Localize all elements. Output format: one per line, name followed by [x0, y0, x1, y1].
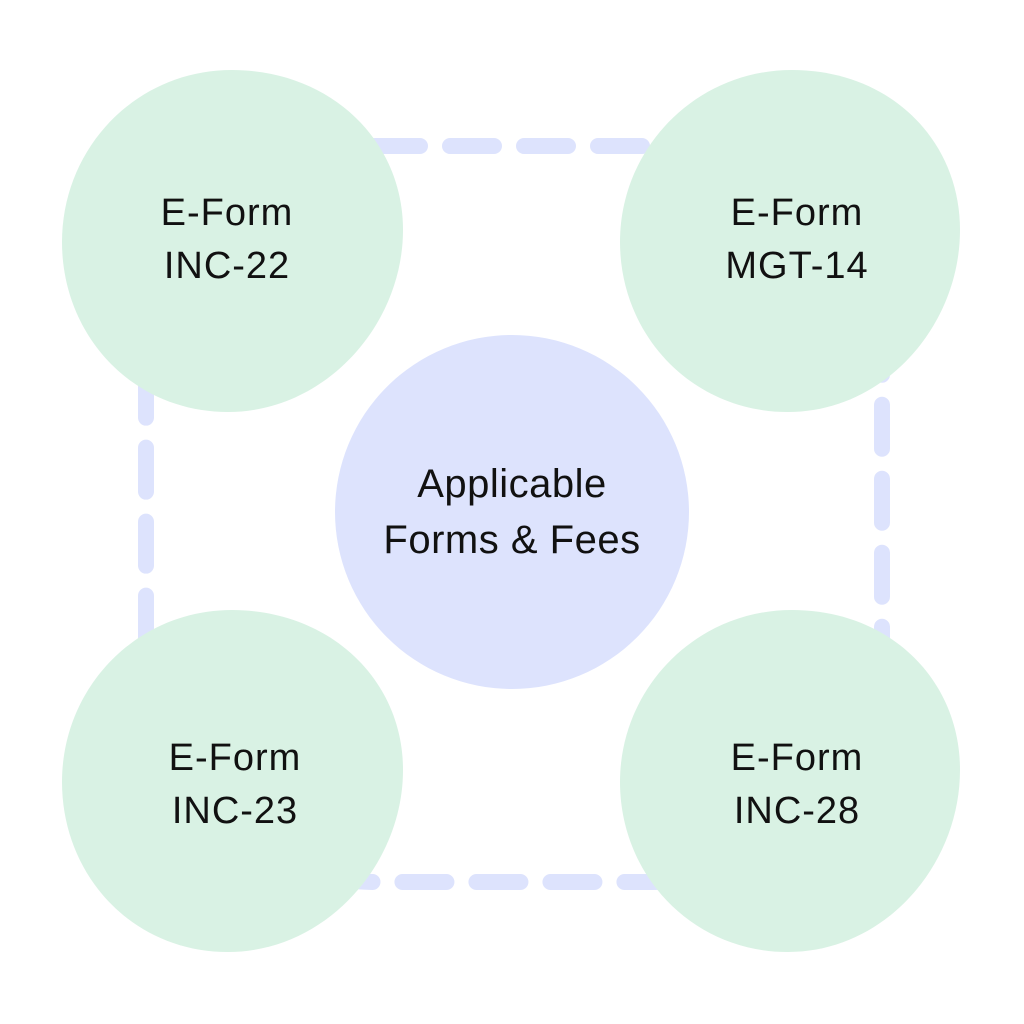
node-label-top-right: E-Form MGT-14 — [667, 140, 927, 340]
node-label-bottom-left: E-Form INC-23 — [105, 685, 365, 885]
node-bottom-left-line-2: INC-23 — [171, 790, 299, 832]
node-bottom-left-line-1: E-Form — [168, 736, 302, 779]
node-bottom-right-line-2: INC-28 — [733, 790, 861, 832]
node-blob-top-right — [620, 70, 960, 412]
node-top-left-line-1: E-Form — [160, 191, 294, 234]
node-label-bottom-right: E-Form INC-28 — [667, 685, 927, 885]
dashed-ring — [138, 138, 890, 890]
node-label-top-left: E-Form INC-22 — [97, 140, 357, 340]
node-top-right-line-2: MGT-14 — [725, 245, 869, 287]
node-blob-bottom-left — [62, 610, 403, 952]
center-label-line-2: Forms & Fees — [383, 518, 641, 562]
center-circle — [335, 335, 689, 689]
node-blob-top-left — [62, 70, 403, 412]
center-label: Applicable Forms & Fees — [335, 335, 689, 689]
node-top-left-line-2: INC-22 — [163, 245, 291, 287]
node-blob-bottom-right — [620, 610, 960, 952]
center-label-line-1: Applicable — [417, 462, 607, 506]
node-top-right-line-1: E-Form — [730, 191, 864, 234]
node-bottom-right-line-1: E-Form — [730, 736, 864, 779]
